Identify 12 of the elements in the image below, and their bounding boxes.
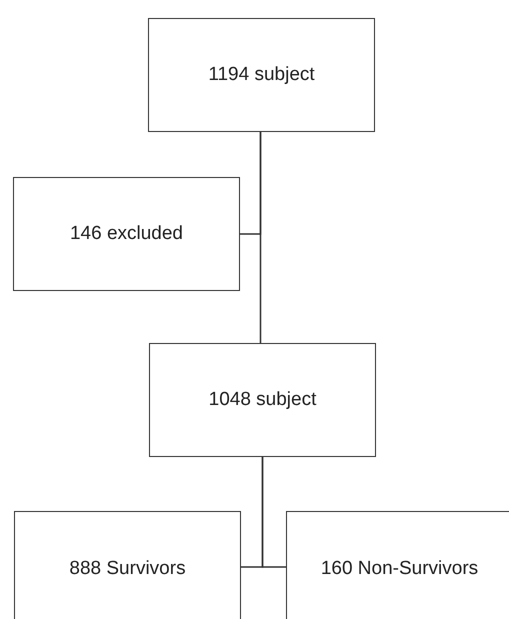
connector-line [262,457,286,568]
connector-line [240,132,262,235]
process-box [148,18,375,132]
process-box [149,343,376,457]
process-box [286,511,509,619]
box-label: 888 Survivors [69,558,186,580]
box-label: 1048 subject [208,389,316,411]
box-label: 1194 subject [208,64,315,86]
process-box [14,511,241,619]
box-label: 146 excluded [70,223,184,245]
process-box [13,177,240,291]
box-label: 160 Non-Survivors [320,558,478,580]
